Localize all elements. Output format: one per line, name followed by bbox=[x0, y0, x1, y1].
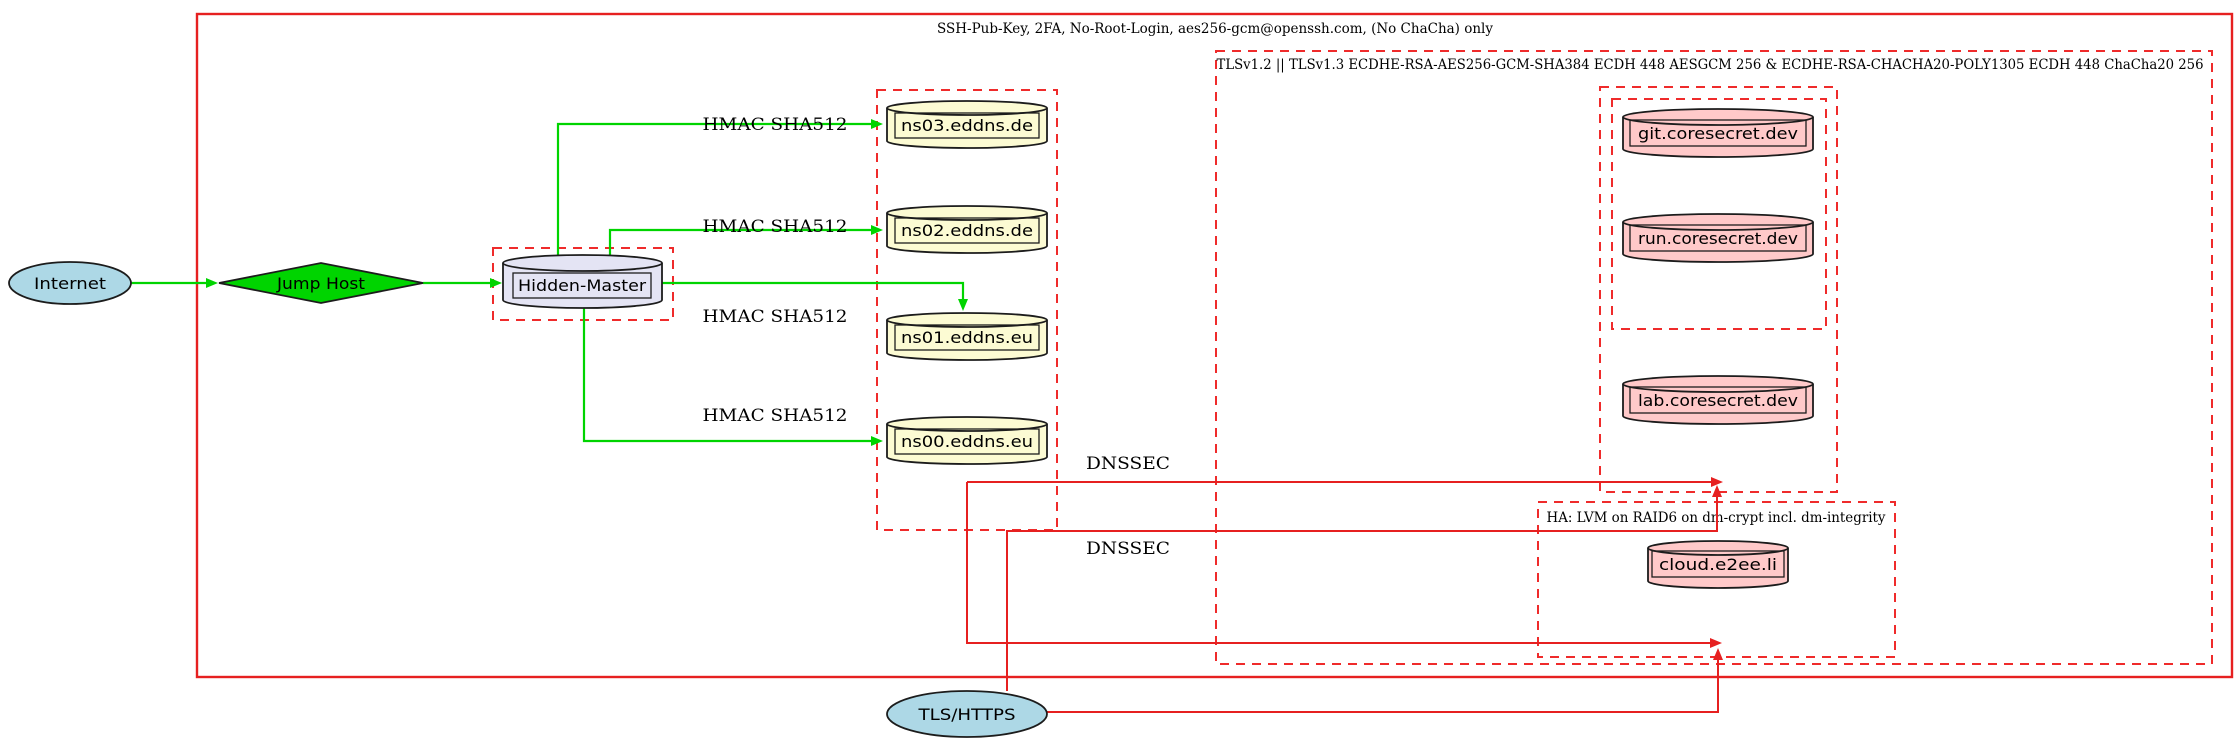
edge-dnssec-ha bbox=[966, 482, 1710, 644]
git-cylinder bbox=[1622, 108, 1814, 158]
edge-label-dnssec-1: DNSSEC bbox=[1086, 454, 1170, 474]
node-internet: Internet bbox=[8, 261, 132, 305]
ns00-label: ns00.eddns.eu bbox=[901, 432, 1033, 451]
edge-hiddenmaster-ns03-arrowhead bbox=[871, 119, 883, 129]
ns03-label: ns03.eddns.de bbox=[901, 116, 1033, 135]
edge-hiddenmaster-ns02 bbox=[608, 228, 871, 262]
ns00-cylinder-top bbox=[886, 423, 1048, 432]
cluster-tls-label: TLSv1.2 || TLSv1.3 ECDHE-RSA-AES256-GCM-… bbox=[1217, 57, 2204, 73]
edge-tlshttps-coresecret-arrowhead bbox=[1712, 485, 1722, 497]
internet-ellipse bbox=[8, 261, 132, 305]
tls-https-ellipse bbox=[886, 690, 1048, 738]
node-ns00: ns00.eddns.eu bbox=[886, 416, 1048, 465]
cluster-ssh-label: SSH-Pub-Key, 2FA, No-Root-Login, aes256-… bbox=[937, 21, 1493, 37]
edge-label-hmac-ns03: HMAC SHA512 bbox=[703, 115, 848, 135]
edge-internet-jumphost-arrowhead bbox=[206, 278, 218, 288]
node-tls-https: TLS/HTTPS bbox=[886, 690, 1048, 738]
node-git: git.coresecret.dev bbox=[1622, 108, 1814, 158]
edge-label-dnssec-2: DNSSEC bbox=[1086, 539, 1170, 559]
cloud-cylinder bbox=[1647, 540, 1789, 589]
node-jump-host: Jump Host bbox=[218, 262, 424, 304]
tls-https-label: TLS/HTTPS bbox=[917, 705, 1015, 724]
cluster-tls-box bbox=[1215, 50, 2213, 665]
ns03-label-box bbox=[894, 112, 1040, 139]
node-hidden-master: Hidden-Master bbox=[502, 254, 663, 309]
edge-tlshttps-coresecret bbox=[1006, 497, 1718, 691]
ns02-label: ns02.eddns.de bbox=[901, 221, 1033, 240]
run-label: run.coresecret.dev bbox=[1638, 229, 1798, 248]
cloud-label-box bbox=[1651, 550, 1785, 578]
node-run: run.coresecret.dev bbox=[1622, 213, 1814, 263]
cluster-coresecret-inner-box bbox=[1611, 98, 1827, 330]
lab-label: lab.coresecret.dev bbox=[1638, 391, 1798, 410]
hidden-master-cylinder bbox=[502, 254, 663, 309]
ns02-cylinder-top bbox=[886, 212, 1048, 221]
internet-label: Internet bbox=[34, 274, 106, 293]
ns01-label: ns01.eddns.eu bbox=[901, 328, 1033, 347]
edge-label-hmac-ns01: HMAC SHA512 bbox=[703, 307, 848, 327]
cloud-label: cloud.e2ee.li bbox=[1659, 555, 1777, 574]
hidden-master-label: Hidden-Master bbox=[518, 276, 646, 295]
lab-label-box bbox=[1629, 386, 1807, 414]
edge-jumphost-hiddenmaster-arrowhead bbox=[490, 278, 502, 288]
node-ns03: ns03.eddns.de bbox=[886, 100, 1048, 149]
red-edges bbox=[966, 477, 1723, 713]
ns00-label-box bbox=[894, 428, 1040, 455]
lab-cylinder bbox=[1622, 375, 1814, 425]
run-label-box bbox=[1629, 224, 1807, 252]
ns01-label-box bbox=[894, 324, 1040, 351]
ns03-cylinder-top bbox=[886, 107, 1048, 116]
edge-dnssec-ha-arrowhead bbox=[1710, 638, 1722, 648]
node-ns01: ns01.eddns.eu bbox=[886, 312, 1048, 361]
edge-hiddenmaster-ns01-arrowhead bbox=[958, 299, 968, 311]
git-label: git.coresecret.dev bbox=[1638, 124, 1798, 143]
edge-hiddenmaster-ns00 bbox=[582, 303, 871, 443]
node-ns02: ns02.eddns.de bbox=[886, 205, 1048, 254]
ns01-cylinder-top bbox=[886, 319, 1048, 328]
run-cylinder bbox=[1622, 213, 1814, 263]
jump-host-diamond bbox=[218, 262, 424, 304]
ns02-label-box bbox=[894, 217, 1040, 244]
cluster-ssh-box bbox=[195, 12, 2234, 679]
green-edges bbox=[131, 119, 968, 446]
edge-label-hmac-ns00: HMAC SHA512 bbox=[703, 406, 848, 426]
edge-hiddenmaster-ns00-arrowhead bbox=[871, 436, 883, 446]
edge-label-hmac-ns02: HMAC SHA512 bbox=[703, 217, 848, 237]
git-label-box bbox=[1629, 119, 1807, 147]
jump-host-label: Jump Host bbox=[276, 274, 365, 293]
node-cloud: cloud.e2ee.li bbox=[1647, 540, 1789, 589]
edge-hiddenmaster-ns03 bbox=[556, 122, 871, 262]
hidden-master-label-box bbox=[512, 272, 652, 299]
edge-tlshttps-ha-arrowhead bbox=[1713, 648, 1723, 660]
edge-dnssec-coresecret-arrowhead bbox=[1711, 477, 1723, 487]
edge-hiddenmaster-ns01 bbox=[662, 281, 965, 299]
edge-hiddenmaster-ns02-arrowhead bbox=[871, 225, 883, 235]
edge-tlshttps-ha bbox=[1046, 660, 1719, 713]
hidden-master-cylinder-top bbox=[502, 262, 663, 272]
node-lab: lab.coresecret.dev bbox=[1622, 375, 1814, 425]
